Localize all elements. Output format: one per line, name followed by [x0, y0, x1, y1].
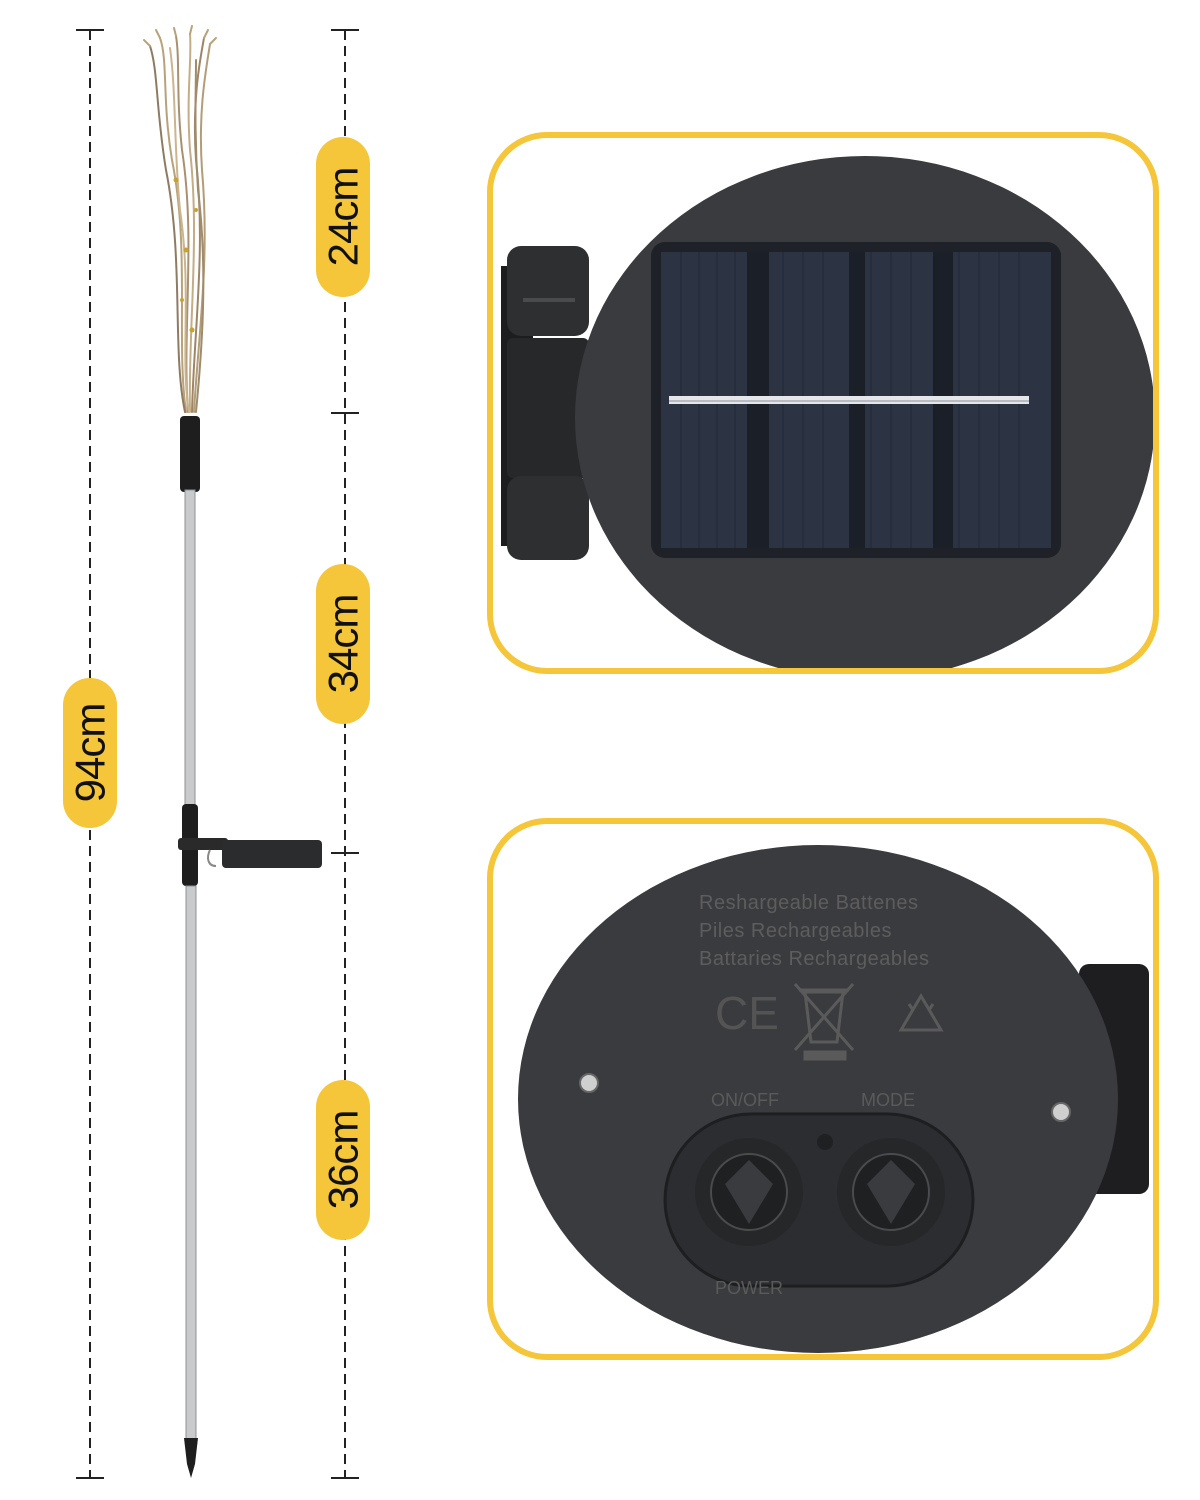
stake-light-illustration: [76, 25, 359, 1479]
middle-section-label: 34cm: [316, 564, 370, 724]
screw-right: [1051, 1102, 1071, 1122]
on-off-button[interactable]: [695, 1138, 803, 1246]
top-section-label: 24cm: [316, 137, 370, 297]
bottom-section-label: 36cm: [316, 1080, 370, 1240]
weee-bin-icon: [793, 983, 855, 1061]
hinge: [501, 246, 589, 560]
solar-panel-image: [501, 156, 1153, 668]
mode-button[interactable]: [837, 1138, 945, 1246]
battery-text-line-2: Piles Rechargeables: [699, 920, 892, 942]
mode-label: MODE: [861, 1090, 915, 1110]
recycle-icon: [898, 993, 944, 1032]
ce-mark: CE: [715, 987, 779, 1039]
solar-mount-clamp: [178, 804, 322, 886]
solar-panel-detail: [487, 132, 1159, 674]
upper-pole: [184, 489, 196, 807]
power-label: POWER: [715, 1278, 784, 1298]
screw-left: [579, 1073, 599, 1093]
total-height-label: 94cm: [63, 678, 117, 828]
battery-text-line-1: Reshargeable Battenes: [699, 892, 919, 914]
top-connector: [180, 416, 200, 492]
lower-pole: [185, 885, 197, 1441]
on-off-label: ON/OFF: [711, 1090, 779, 1110]
ground-spike: [184, 1438, 198, 1478]
battery-text-line-3: Battaries Rechargeables: [699, 948, 930, 970]
battery-housing-image: CE: [518, 845, 1149, 1353]
power-indicator: [817, 1134, 833, 1150]
battery-housing-detail: CE: [487, 818, 1159, 1360]
copper-wire-strands: [143, 25, 217, 413]
